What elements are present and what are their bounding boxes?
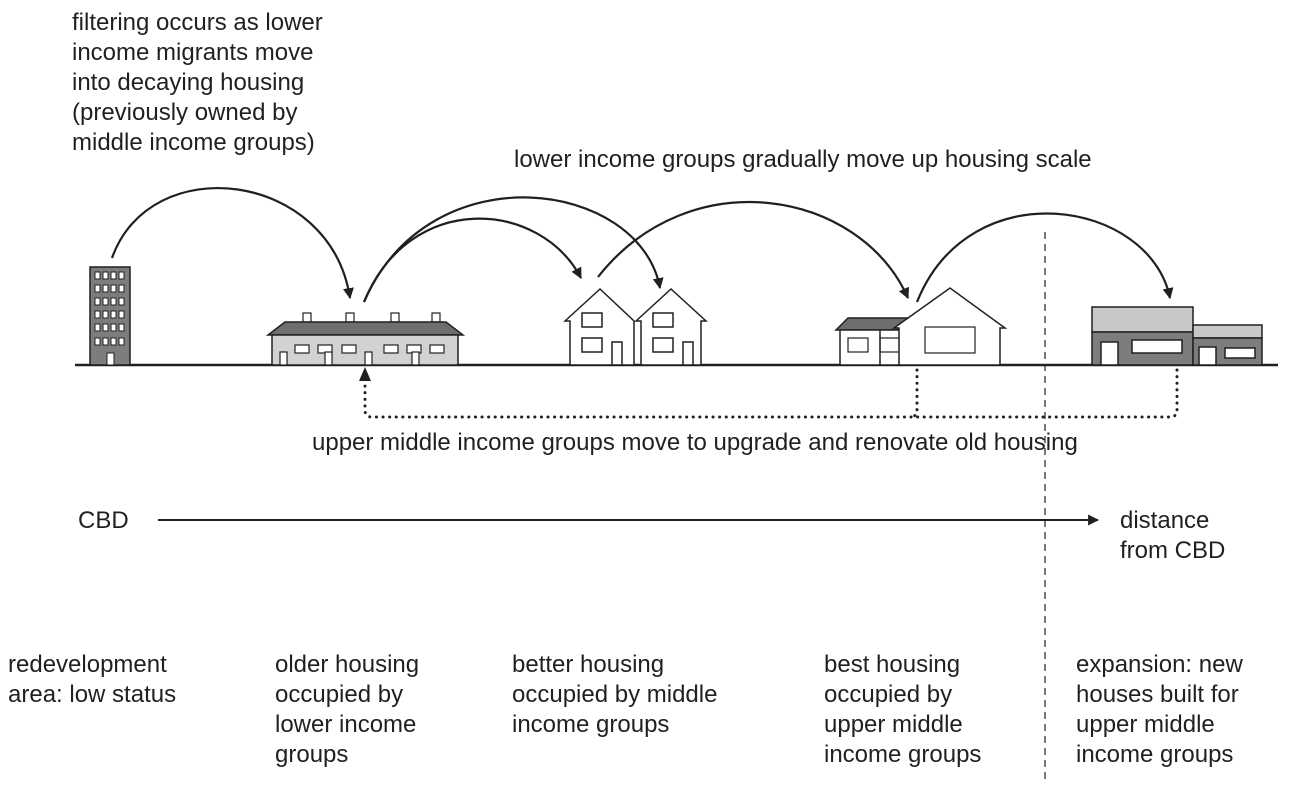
filtering-annotation: filtering occurs as lower income migrant…: [72, 8, 323, 158]
detached-houses-icon: [563, 287, 708, 366]
zone-3-line-1: better housing: [512, 651, 665, 678]
large-houses-icon: [834, 287, 1008, 366]
zone-2-line-1: older housing: [275, 651, 420, 678]
zone-4-line-2: occupied by: [824, 681, 953, 708]
distance-from-cbd-label: distance from CBD: [1120, 506, 1225, 566]
zone-5-line-1: expansion: new: [1076, 651, 1243, 678]
zone-expansion: expansion: new houses built for upper mi…: [1076, 650, 1243, 770]
zone-5-line-3: upper middle: [1076, 711, 1215, 738]
zone-3-line-3: income groups: [512, 711, 670, 738]
new-build-houses-icon: [1091, 306, 1263, 366]
zone-2-line-2: occupied by: [275, 681, 404, 708]
filtering-line-1: filtering occurs as lower: [72, 9, 323, 36]
zone-4-line-3: upper middle: [824, 711, 963, 738]
zone-2-line-3: lower income: [275, 711, 417, 738]
zone-4-line-1: best housing: [824, 651, 961, 678]
move-up-arrow-1: [362, 217, 582, 303]
high-rise-tower-icon: [89, 266, 131, 366]
filtering-line-4: (previously owned by: [72, 99, 298, 126]
upgrade-annotation: upper middle income groups move to upgra…: [312, 429, 1078, 456]
filtering-line-3: into decaying housing: [72, 69, 305, 96]
cbd-label: CBD: [78, 507, 129, 534]
zone-3-line-2: occupied by middle: [512, 681, 718, 708]
terraced-housing-icon: [265, 312, 466, 366]
zone-older-housing: older housing occupied by lower income g…: [275, 650, 419, 770]
zone-1-line-2: area: low status: [8, 681, 177, 708]
zone-1-line-1: redevelopment: [8, 651, 167, 678]
distance-label-line-1: distance: [1120, 507, 1210, 534]
gentrification-arrowhead: [359, 367, 371, 381]
distance-label-line-2: from CBD: [1120, 537, 1226, 564]
gentrification-dotted-path: [363, 368, 1179, 419]
zone-best-housing: best housing occupied by upper middle in…: [824, 650, 981, 770]
filtering-line-2: income migrants move: [72, 39, 314, 66]
move-up-annotation: lower income groups gradually move up ho…: [514, 146, 1092, 173]
filtering-line-5: middle income groups): [72, 129, 315, 156]
zone-5-line-4: income groups: [1076, 741, 1234, 768]
move-up-arrow-2: [362, 196, 664, 303]
move-up-arrow-3: [597, 201, 910, 300]
zone-4-line-4: income groups: [824, 741, 982, 768]
zone-redevelopment: redevelopment area: low status: [8, 650, 176, 710]
zone-5-line-2: houses built for: [1076, 681, 1239, 708]
move-up-arrow-4: [915, 212, 1174, 303]
zone-2-line-4: groups: [275, 741, 349, 768]
migrant-filtering-arrow: [110, 186, 354, 300]
gentrification-dotted-branch: [908, 368, 919, 419]
zone-better-housing: better housing occupied by middle income…: [512, 650, 717, 740]
